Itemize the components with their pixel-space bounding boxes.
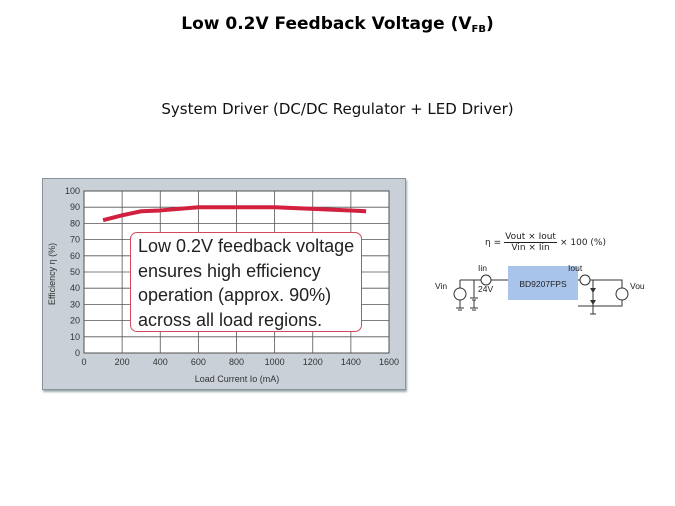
y-tick-label: 50 — [70, 267, 80, 277]
iout-meter-icon — [579, 274, 591, 286]
slide-subtitle: System Driver (DC/DC Regulator + LED Dri… — [161, 100, 514, 118]
led-string-wire — [590, 280, 596, 315]
circuit-diagram: BD9207FPS Vin Iin 24V Iout Vout — [435, 263, 645, 315]
vin-meter-icon — [453, 287, 467, 301]
y-tick-label: 0 — [75, 348, 80, 358]
chip-block — [508, 266, 578, 300]
iout-label: Iout — [568, 263, 583, 273]
vin-label: Vin — [435, 281, 447, 291]
x-tick-label: 400 — [153, 357, 168, 367]
title-close: ) — [485, 14, 494, 34]
chart-series — [102, 205, 367, 223]
efficiency-line — [102, 205, 367, 223]
capacitor-icon — [470, 280, 478, 311]
callout-line: operation (approx. 90%) — [138, 285, 332, 305]
voltage-label: 24V — [478, 284, 493, 294]
y-tick-label: 60 — [70, 251, 80, 261]
x-tick-label: 1600 — [379, 357, 399, 367]
title-main: Low 0.2V Feedback Voltage (V — [181, 14, 472, 34]
efficiency-formula: η = Vout × Iout Vin × Iin × 100 (%) — [485, 232, 606, 253]
x-tick-label: 1000 — [265, 357, 285, 367]
y-tick-label: 40 — [70, 283, 80, 293]
slide-title: Low 0.2V Feedback Voltage (VFB) — [0, 14, 675, 35]
y-tick-label: 30 — [70, 299, 80, 309]
y-tick-label: 10 — [70, 332, 80, 342]
x-tick-label: 200 — [115, 357, 130, 367]
y-tick-label: 20 — [70, 316, 80, 326]
chip-label: BD9207FPS — [519, 279, 567, 289]
ground-icon — [456, 300, 464, 311]
efficiency-callout: Low 0.2V feedback voltage ensures high e… — [130, 232, 362, 332]
x-tick-label: 1400 — [341, 357, 361, 367]
title-subscript: FB — [471, 24, 486, 35]
x-tick-label: 0 — [81, 357, 86, 367]
x-tick-label: 800 — [229, 357, 244, 367]
x-tick-label: 600 — [191, 357, 206, 367]
callout-line: across all load regions. — [138, 309, 323, 330]
callout-line: ensures high efficiency — [138, 260, 321, 281]
led-icon — [590, 288, 596, 305]
formula-numerator: Vout × Iout — [504, 232, 557, 243]
x-tick-labels: 0 200 400 600 800 1000 1200 1400 1600 — [81, 357, 399, 367]
callout-line: Low 0.2V feedback voltage — [138, 236, 355, 256]
x-tick-label: 1200 — [303, 357, 323, 367]
formula-fraction: Vout × Iout Vin × Iin — [504, 232, 557, 253]
x-axis-label: Load Current Io (mA) — [195, 374, 280, 384]
y-tick-label: 90 — [70, 202, 80, 212]
formula-eta: η = — [485, 237, 502, 248]
y-tick-label: 100 — [65, 186, 80, 196]
y-axis-label: Efficiency η (%) — [47, 243, 57, 305]
vout-meter-icon — [615, 287, 629, 301]
y-tick-label: 80 — [70, 218, 80, 228]
vout-label: Vout — [630, 281, 645, 291]
formula-denominator: Vin × Iin — [511, 243, 550, 253]
iin-label: Iin — [478, 263, 487, 273]
iin-meter-icon — [480, 274, 492, 286]
y-tick-labels: 0 10 20 30 40 50 60 70 80 90 100 — [65, 186, 80, 358]
formula-suffix: × 100 (%) — [559, 237, 606, 248]
y-tick-label: 70 — [70, 235, 80, 245]
